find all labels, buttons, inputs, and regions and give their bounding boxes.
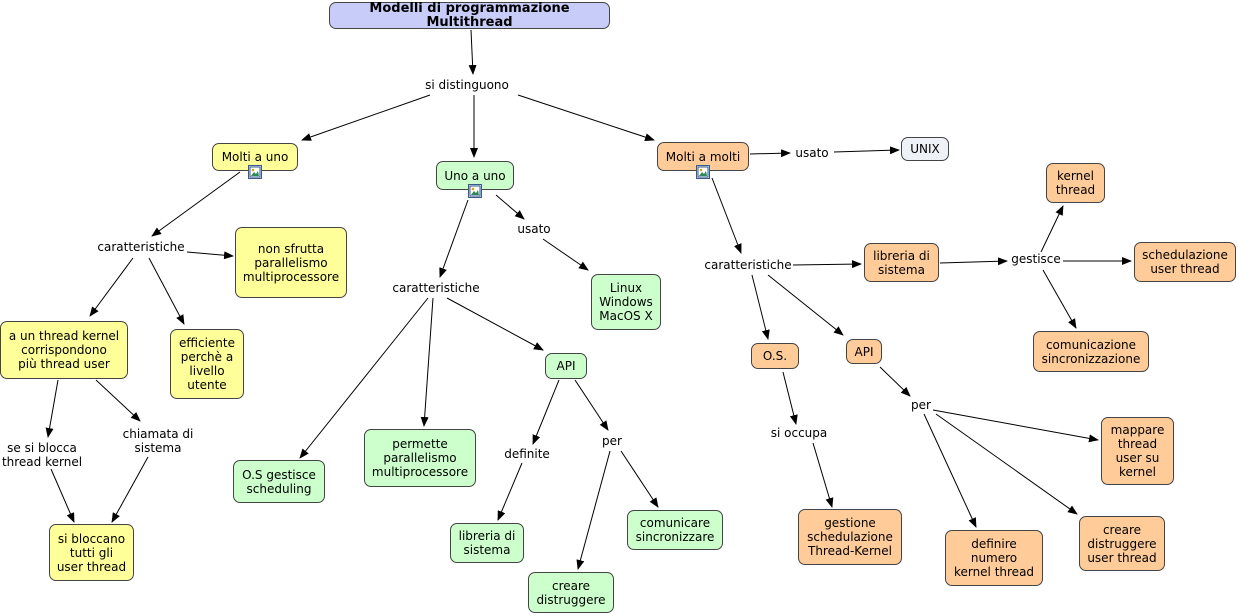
link-caratteristiche-mam[interactable]: caratteristiche xyxy=(703,258,793,272)
concept-mappare-thread[interactable]: mappare thread user su kernel xyxy=(1101,417,1174,485)
concept-si-bloccano[interactable]: si bloccano tutti gli user thread xyxy=(49,524,134,581)
concept-kernel-thread[interactable]: kernel thread xyxy=(1046,163,1105,203)
concept-permette-parallelismo[interactable]: permette parallelismo multiprocessore xyxy=(364,429,476,487)
link-chiamata-di-sistema[interactable]: chiamata di sistema xyxy=(121,427,195,455)
concept-unix[interactable]: UNIX xyxy=(901,137,949,161)
link-caratteristiche-uau[interactable]: caratteristiche xyxy=(391,281,481,295)
concept-thread-kernel-user[interactable]: a un thread kernel corrispondono più thr… xyxy=(0,321,128,379)
concept-comunicare-sincronizzare[interactable]: comunicare sincronizzare xyxy=(627,510,723,550)
image-icon[interactable] xyxy=(696,165,710,179)
concept-schedulazione-user-thread[interactable]: schedulazione user thread xyxy=(1134,242,1236,282)
link-caratteristiche-mau[interactable]: caratteristiche xyxy=(96,240,186,254)
concept-os-gestisce-scheduling[interactable]: O.S gestisce scheduling xyxy=(233,460,325,503)
concept-libreria-di-sistema-uau[interactable]: libreria di sistema xyxy=(450,523,524,563)
link-definite[interactable]: definite xyxy=(503,447,551,461)
link-si-occupa[interactable]: si occupa xyxy=(769,426,829,440)
concept-api-mam[interactable]: API xyxy=(846,339,882,364)
concept-creare-distruggere-mam[interactable]: creare distruggere user thread xyxy=(1079,516,1165,571)
concept-comunicazione-sincronizzazione[interactable]: comunicazione sincronizzazione xyxy=(1033,331,1149,372)
concept-uno-a-uno[interactable]: Uno a uno xyxy=(436,161,514,190)
link-per-mam[interactable]: per xyxy=(910,398,932,412)
concept-gestione-schedulazione[interactable]: gestione schedulazione Thread-Kernel xyxy=(798,509,902,565)
concept-definire-numero[interactable]: definire numero kernel thread xyxy=(945,530,1043,586)
concept-api-uno-a-uno[interactable]: API xyxy=(545,353,587,379)
concept-linux-windows-macos[interactable]: Linux Windows MacOS X xyxy=(591,274,661,330)
link-si-distinguono[interactable]: si distinguono xyxy=(424,78,510,92)
concept-libreria-di-sistema-mam[interactable]: libreria di sistema xyxy=(864,243,939,282)
concept-efficiente[interactable]: efficiente perchè a livello utente xyxy=(170,329,244,399)
concept-non-sfrutta-parallelismo[interactable]: non sfrutta parallelismo multiprocessore xyxy=(235,227,347,298)
link-usato-mam[interactable]: usato xyxy=(794,146,830,160)
link-usato-uau[interactable]: usato xyxy=(516,222,552,236)
link-se-si-blocca[interactable]: se si blocca thread kernel xyxy=(0,441,84,469)
concept-os-mam[interactable]: O.S. xyxy=(751,343,799,369)
link-per-uau[interactable]: per xyxy=(601,434,623,448)
link-gestisce[interactable]: gestisce xyxy=(1010,252,1062,266)
image-icon[interactable] xyxy=(248,165,262,179)
concept-creare-distruggere-uau[interactable]: creare distruggere xyxy=(528,572,614,613)
root-concept[interactable]: Modelli di programmazione Multithread xyxy=(329,1,610,29)
image-icon[interactable] xyxy=(468,184,482,198)
